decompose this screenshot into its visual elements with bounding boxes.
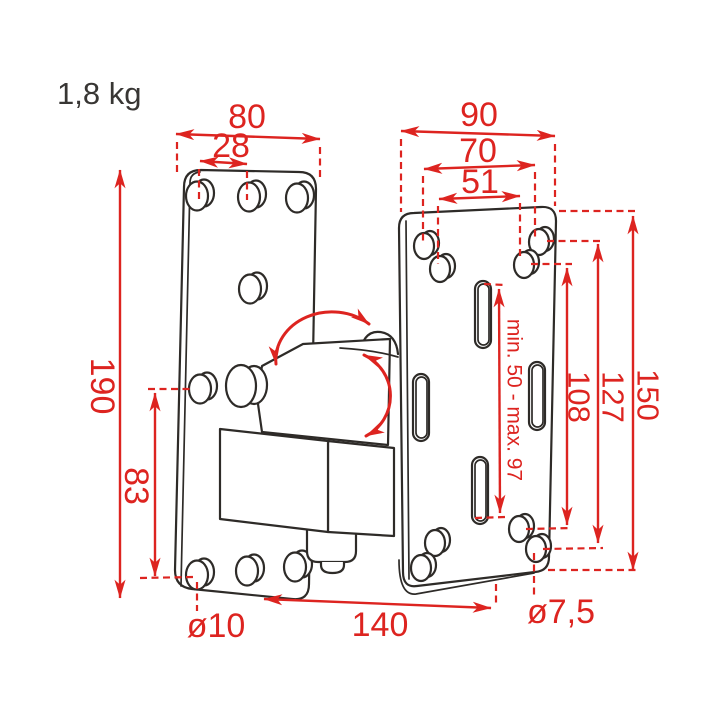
weight-label: 1,8 kg [57, 76, 141, 111]
dim-leader-108 [525, 262, 573, 531]
dim-line-28 [199, 156, 248, 169]
dim-leader-83 [139, 387, 194, 580]
pivot-knob [224, 363, 258, 409]
right-plate-under-edge [398, 559, 535, 595]
dim-label-80: 80 [228, 98, 266, 136]
dim-leader-127 [542, 239, 604, 551]
arm-front-face [218, 427, 330, 534]
adjustment-slot [411, 372, 431, 443]
dim-line-90 [400, 126, 556, 141]
adjustment-slot-inner [474, 459, 487, 522]
arm-side-face [326, 439, 396, 538]
dim-label-108: 108 [562, 371, 597, 423]
dim-label-127: 127 [596, 371, 631, 423]
adjustment-slot-inner [415, 376, 428, 439]
dim-leader-80 [175, 142, 322, 178]
dim-leader-90 [399, 139, 557, 212]
dim-label-dia10: ø10 [187, 607, 246, 645]
adjustment-slot [527, 360, 547, 432]
adjustment-slot-inner [531, 364, 544, 428]
dim-line-slot-range [493, 288, 506, 514]
dim-leader-150 [548, 209, 638, 572]
dim-label-190: 190 [83, 358, 121, 415]
right-plate-thickness-edge [405, 220, 410, 580]
right-plate-slots [411, 279, 547, 526]
dim-line-80 [175, 129, 321, 144]
dim-label-140: 140 [352, 606, 409, 644]
dim-label-28: 28 [212, 127, 250, 165]
dim-leader-28 [197, 169, 249, 200]
dim-line-51 [438, 191, 521, 204]
pan-rotation-arrow [268, 308, 371, 366]
dimension-annotations: 80 28 90 70 51 190 83 108 127 [83, 96, 666, 645]
tilt-rotation-arrow [362, 353, 392, 438]
dim-label-dia75: ø7,5 [527, 593, 595, 631]
dim-leader-slot-range [474, 282, 506, 520]
right-speaker-plate [397, 205, 558, 595]
hinge-mechanism [218, 330, 400, 575]
dim-line-140 [263, 594, 492, 613]
adjustment-slot [473, 279, 493, 350]
dim-label-90: 90 [460, 96, 498, 134]
dim-label-83: 83 [117, 467, 155, 505]
dim-label-70: 70 [459, 132, 497, 170]
dim-line-70 [423, 160, 536, 174]
right-plate-outline [397, 205, 558, 588]
adjustment-slot-inner [477, 283, 490, 346]
dim-leader-51 [436, 203, 522, 264]
dim-label-150: 150 [631, 369, 666, 421]
dim-label-51: 51 [461, 163, 499, 201]
adjustment-slot [470, 455, 490, 526]
bottom-screw-knob [319, 562, 346, 575]
hinge-block [255, 337, 392, 447]
dim-label-slot-range: min. 50 - max. 97 [503, 319, 526, 481]
